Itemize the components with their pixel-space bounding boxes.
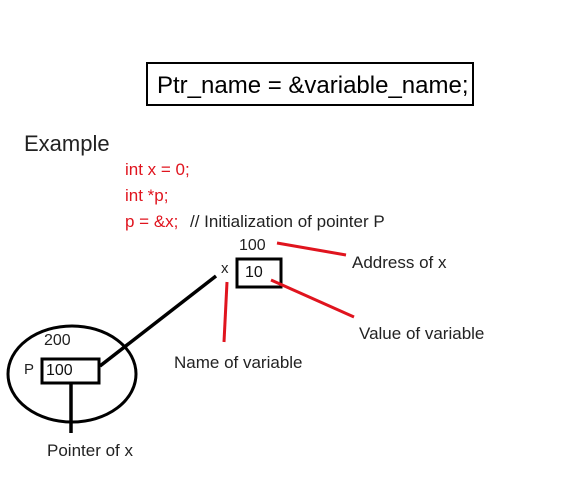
variable-x-address: 100 [239,237,266,254]
pointer-to-x-line [98,274,218,368]
pointer-p-box [40,357,101,385]
label-value-of-variable: Value of variable [359,324,485,343]
pointer-p-value: 100 [46,362,73,379]
pointer-p-name: P [24,361,35,378]
code-line-3: p = &x; [125,212,179,231]
label-address-of-x: Address of x [352,253,447,272]
variable-x-name: x [221,260,229,277]
label-name-of-variable: Name of variable [174,353,303,372]
name-connector [222,281,229,343]
code-line-2: int *p; [125,186,169,205]
pointer-p-address: 200 [44,332,71,349]
variable-x-box [235,257,283,289]
code-line-1: int x = 0; [125,160,190,179]
label-pointer-of-x: Pointer of x [47,441,133,460]
value-connector [270,278,355,319]
code-comment: // Initialization of pointer P [190,212,385,231]
variable-x-value: 10 [245,264,263,281]
address-connector [276,241,347,257]
syntax-box [146,62,474,106]
example-heading: Example [24,131,110,156]
syntax-text: Ptr_name = &variable_name; [157,72,469,99]
